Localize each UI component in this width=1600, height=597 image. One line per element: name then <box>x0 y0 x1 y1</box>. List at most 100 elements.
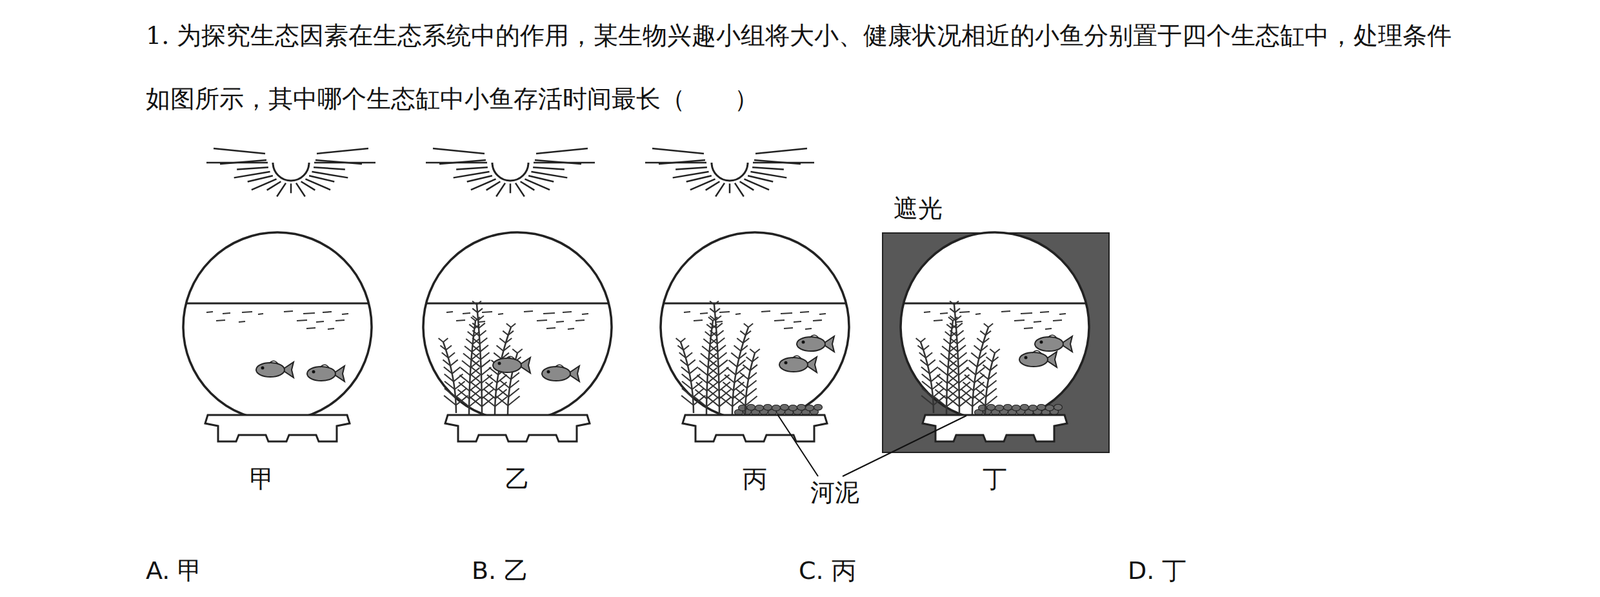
water-ripple <box>206 311 213 313</box>
water-ripple <box>683 311 691 313</box>
sun-ray <box>439 160 486 164</box>
water-ripple <box>296 320 308 321</box>
option-text: B. 乙 <box>471 556 529 586</box>
water-ripple <box>774 320 785 321</box>
sun-ray <box>316 148 369 154</box>
sun-ray <box>515 183 525 197</box>
sun-ray <box>536 148 588 154</box>
tank-glass <box>900 232 1090 421</box>
water-ripple <box>238 321 246 322</box>
fish <box>779 355 817 373</box>
water-ripple <box>1045 328 1052 330</box>
eco-tank <box>645 148 850 442</box>
fish <box>1019 350 1057 368</box>
water-ripple <box>462 312 471 314</box>
condition-label: 遮光 <box>893 194 943 224</box>
water-ripple <box>327 328 335 330</box>
sun-ray <box>509 183 512 193</box>
water-ripple <box>975 313 981 315</box>
water-surface <box>903 302 1087 305</box>
tank-stand <box>445 414 590 442</box>
leader-line <box>777 414 819 477</box>
tank-label: 甲 <box>249 464 275 495</box>
sun-ray <box>524 178 550 190</box>
sun-arc <box>492 162 529 181</box>
sun-ray <box>496 183 506 197</box>
water-ripple <box>940 312 948 314</box>
water-ripple <box>1023 327 1033 329</box>
water-ripple <box>523 310 533 312</box>
sun-ray <box>456 167 488 170</box>
water-ripple <box>719 311 730 313</box>
water-ripple <box>800 311 810 313</box>
water-ripple <box>780 312 793 314</box>
water-ripple <box>316 321 324 322</box>
water-ripple <box>222 312 231 314</box>
sun-ray <box>315 160 362 164</box>
sun-ray <box>313 167 346 170</box>
water-surface <box>426 302 610 305</box>
water-surface <box>663 302 847 305</box>
water-ripple <box>819 313 826 315</box>
water-ripple <box>1059 313 1066 315</box>
water-ripple <box>216 320 226 321</box>
sun-ray <box>453 171 490 178</box>
tank-label: 丁 <box>982 464 1008 495</box>
water-ripple <box>306 327 316 329</box>
water-ripple <box>805 328 812 330</box>
river-mud <box>734 404 823 416</box>
water-ripple <box>322 311 332 313</box>
fish <box>492 356 531 373</box>
water-plant <box>960 323 993 415</box>
sun-ray <box>305 178 331 190</box>
eco-tank <box>900 232 1090 442</box>
sun-ray <box>747 175 773 182</box>
sun-ray <box>247 175 273 182</box>
sun-ray <box>686 175 712 182</box>
tank-stand <box>922 414 1068 442</box>
water-ripple <box>700 312 708 314</box>
water-plant <box>720 323 753 415</box>
water-plant <box>694 316 719 415</box>
sun-arc <box>272 162 310 181</box>
water-ripple <box>1014 320 1025 321</box>
water-plant <box>733 349 760 415</box>
sun-ray <box>296 183 306 197</box>
sun-ray <box>715 183 725 197</box>
fish <box>541 364 580 382</box>
water-ripple <box>812 320 822 321</box>
sun-ray <box>740 181 755 190</box>
fish <box>796 334 835 352</box>
river-mud <box>974 404 1063 416</box>
water-ripple <box>341 313 349 315</box>
water-ripple <box>546 327 556 329</box>
water-plant <box>469 300 495 415</box>
sun-ray <box>236 167 269 170</box>
option-text: D. 丁 <box>1127 556 1187 586</box>
water-ripple <box>693 320 703 321</box>
water-plant <box>947 300 972 415</box>
question-text: 1. 为探究生态因素在生态系统中的作用，某生物兴趣小组将大小、健康状况相近的小鱼… <box>145 3 1475 131</box>
sun-ray <box>213 148 266 154</box>
water-ripple <box>283 310 293 312</box>
water-ripple <box>959 311 970 313</box>
water-ripple <box>543 312 555 314</box>
water-ripple <box>735 313 741 315</box>
tank-stand <box>205 414 350 442</box>
water-ripple <box>1052 320 1062 321</box>
leader-line <box>842 415 967 477</box>
water-ripple <box>478 321 486 322</box>
tank-label: 丙 <box>742 464 768 495</box>
water-plant <box>707 300 732 415</box>
sun-ray <box>309 175 335 182</box>
sun-ray <box>534 160 582 164</box>
option-text: C. 丙 <box>798 556 857 586</box>
tank-stand <box>682 414 828 442</box>
water-ripple <box>575 320 585 321</box>
sun-ray <box>532 167 565 170</box>
sun-arc <box>711 162 748 181</box>
part-label: 河泥 <box>810 478 860 508</box>
sun-ray <box>754 160 801 164</box>
eco-tank <box>183 148 376 442</box>
water-ripple <box>562 311 572 313</box>
